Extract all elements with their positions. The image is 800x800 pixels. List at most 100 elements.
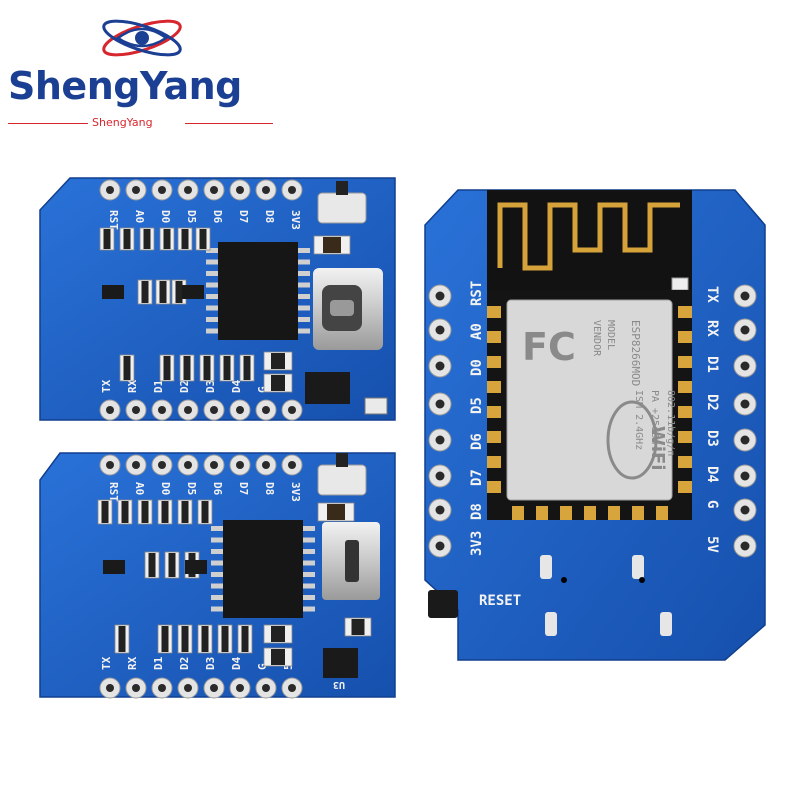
pin-label: D6 [469,433,485,450]
pin-label: D0 [469,359,485,376]
pin-label: D5 [185,482,198,495]
pin-pad-right-4 [733,428,757,452]
pin-pad-bottom-6 [255,677,277,699]
pin-label: G [256,386,269,393]
pin-label: 3V3 [289,210,302,230]
pin-pad-right-6 [733,498,757,522]
pin-label: D8 [263,210,276,223]
voltage-regulator-2 [323,648,358,678]
pin-label: D5 [185,210,198,223]
pin-pad-top-1 [125,179,147,201]
pin-pad-top-6 [255,179,277,201]
pin-label: TX [100,656,113,670]
svg-text:ESP8266MOD: ESP8266MOD [629,320,642,386]
pin-pad-bottom-3 [177,399,199,421]
pin-pad-bottom-7 [281,677,303,699]
pin-label: D6 [211,210,224,224]
pin-label: A0 [133,482,146,495]
svg-text:WiFi: WiFi [647,426,668,471]
pin-label: D0 [159,210,172,223]
pin-label: D8 [469,503,485,520]
pin-label: RX [126,656,139,670]
svg-text:PA +25dBm: PA +25dBm [649,390,660,444]
pin-label: D3 [204,657,217,670]
svg-text:ISM 2.4GHz: ISM 2.4GHz [633,390,644,450]
pin-pad-bottom-6 [255,399,277,421]
svg-text:802.11b/g/n: 802.11b/g/n [665,390,676,456]
pin-label: A0 [469,323,485,340]
pin-pad-bottom-2 [151,399,173,421]
pin-label: D0 [159,482,172,495]
brand-name: ShengYang [8,64,242,108]
voltage-regulator [305,372,350,404]
ic-label: U3 [333,679,345,690]
pin-pad-left-4 [428,428,452,452]
pin-pad-top-7 [281,454,303,476]
pin-label: D2 [704,394,720,411]
reset-button-2 [317,464,367,496]
pin-pad-bottom-7 [281,399,303,421]
divider-left [8,123,88,124]
pin-pad-top-2 [151,454,173,476]
pin-label: RST [469,281,485,306]
pin-pad-top-0 [99,454,121,476]
pin-label: TX [704,286,720,303]
ch340-chip-2 [223,520,303,618]
pin-pad-right-3 [733,392,757,416]
pin-pad-bottom-4 [203,399,225,421]
fc-mark: FC [522,325,576,369]
pin-pad-bottom-0 [99,399,121,421]
pin-pad-right-2 [733,354,757,378]
pin-pad-top-0 [99,179,121,201]
pin-label: TX [100,379,113,393]
pin-pad-top-3 [177,179,199,201]
pin-pad-left-3 [428,392,452,416]
pin-pad-top-4 [203,454,225,476]
pin-pad-top-5 [229,454,251,476]
pin-pad-bottom-1 [125,677,147,699]
reset-button [317,192,367,224]
reset-button-3 [428,590,458,618]
pin-pad-bottom-4 [203,677,225,699]
wifi-logo: WiFi [606,400,668,480]
pin-pad-left-1 [428,318,452,342]
pin-pad-top-3 [177,454,199,476]
pin-pad-bottom-3 [177,677,199,699]
pin-label: G [256,663,269,670]
pin-pad-right-1 [733,318,757,342]
pin-pad-bottom-5 [229,677,251,699]
pin-pad-bottom-5 [229,399,251,421]
pin-label: D6 [211,482,224,496]
pin-label: D7 [237,210,250,223]
brand-logo: ShengYang ShengYang [0,0,290,140]
pin-label: D4 [230,379,243,393]
brand-tagline: ShengYang [92,116,153,129]
pin-label: D8 [263,482,276,495]
pin-pad-bottom-1 [125,399,147,421]
pin-pad-top-6 [255,454,277,476]
board-right: FC MODEL VENDOR ESP8266MOD ISM 2.4GHz PA… [424,189,766,661]
pin-label: RST [107,210,120,230]
pin-label: 5V [704,536,720,553]
pin-label: D2 [178,657,191,670]
pin-label: RX [704,320,720,337]
pin-label: D1 [152,379,165,393]
pin-label: A0 [133,210,146,223]
pin-label: D1 [704,356,720,373]
pin-label: D3 [204,380,217,393]
pin-pad-bottom-2 [151,677,173,699]
pin-pad-right-0 [733,284,757,308]
pin-pad-left-7 [428,534,452,558]
pin-pad-top-1 [125,454,147,476]
pin-label: G [704,500,720,508]
pin-pad-right-7 [733,534,757,558]
pin-pad-top-4 [203,179,225,201]
pin-label: D1 [152,656,165,670]
pin-label: D3 [704,430,720,447]
pin-label: D7 [469,469,485,486]
pin-label: 3V3 [289,482,302,502]
pin-pad-left-5 [428,464,452,488]
svg-text:VENDOR: VENDOR [591,320,602,357]
ch340-chip [218,242,298,340]
